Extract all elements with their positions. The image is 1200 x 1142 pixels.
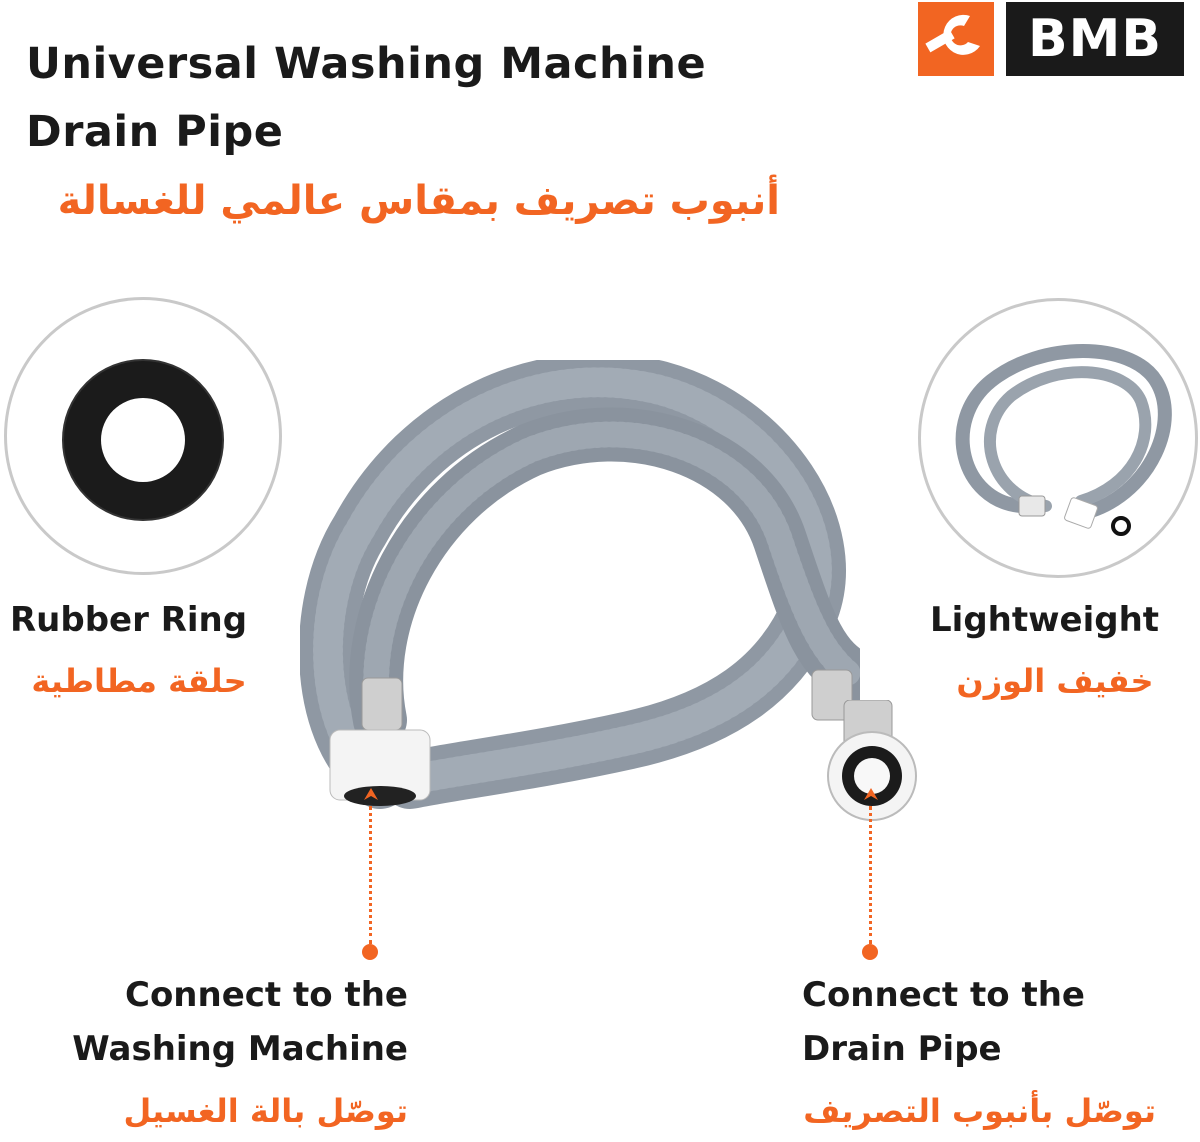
page-title: Universal Washing Machine Drain Pipe	[26, 30, 786, 166]
drain-pipe-label: Connect to the Drain Pipe	[802, 968, 1182, 1076]
brand-logo: BMB	[918, 2, 1188, 76]
washing-machine-label-line-2: Washing Machine	[72, 1029, 408, 1069]
drain-pipe-label-arabic: توصّل بأنبوب التصريف	[803, 1092, 1156, 1130]
drain-pipe-label-line-2: Drain Pipe	[802, 1029, 1002, 1069]
arrow-up-icon	[864, 788, 878, 800]
arrow-up-icon	[364, 788, 378, 800]
brand-logo-text: BMB	[1006, 2, 1184, 76]
page-title-arabic: أنبوب تصريف بمقاس عالمي للغسالة	[57, 178, 780, 224]
pointer-dot-right	[862, 944, 878, 960]
washing-machine-label-arabic: توصّل بالة الغسيل	[123, 1092, 408, 1130]
washing-machine-label-line-1: Connect to the	[125, 975, 408, 1015]
washing-machine-label: Connect to the Washing Machine	[24, 968, 408, 1076]
rubber-ring-label: Rubber Ring	[10, 600, 248, 640]
wrench-icon	[918, 2, 994, 76]
title-line-1: Universal Washing Machine	[26, 39, 707, 89]
rubber-ring-circle	[4, 297, 282, 575]
title-line-2: Drain Pipe	[26, 107, 284, 157]
lightweight-hose-image	[955, 344, 1172, 536]
rubber-ring-image	[62, 359, 224, 521]
lightweight-circle	[918, 298, 1198, 578]
drain-hose-image	[300, 360, 860, 809]
pointer-dot-left	[362, 944, 378, 960]
drain-pipe-label-line-1: Connect to the	[802, 975, 1085, 1015]
rubber-ring-label-arabic: حلقة مطاطية	[31, 662, 247, 700]
lightweight-label-arabic: خفيف الوزن	[956, 662, 1154, 700]
lightweight-label: Lightweight	[930, 600, 1160, 640]
pointer-line-left	[369, 806, 372, 944]
pointer-line-right	[869, 806, 872, 944]
drain-connector-image	[827, 700, 917, 821]
